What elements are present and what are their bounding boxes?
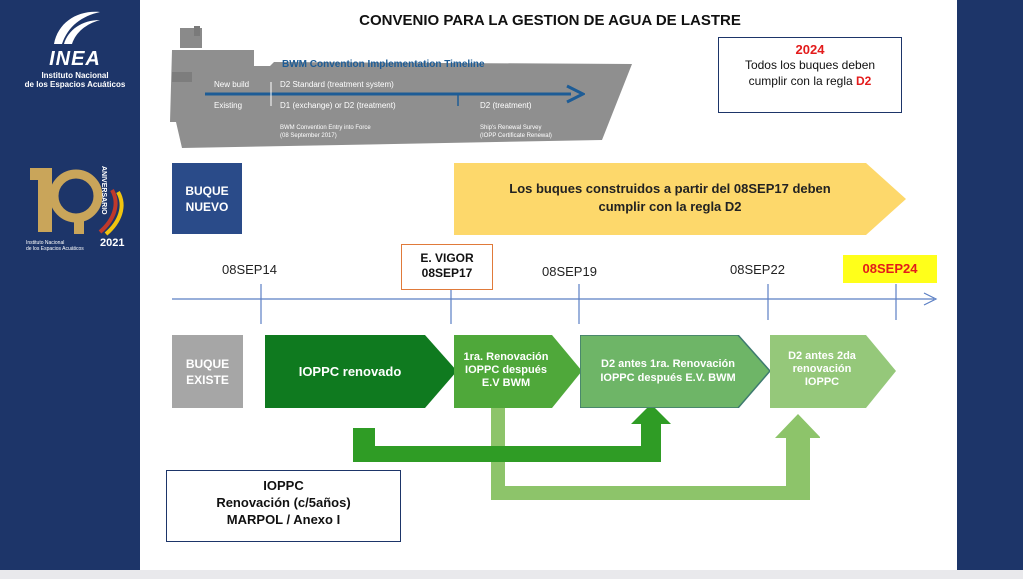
- bwm-row-existing-text: D1 (exchange) or D2 (treatment): [280, 101, 396, 110]
- new-ship-label-line1: BUQUE: [185, 183, 229, 198]
- notice-2024-box: 2024 Todos los buques deben cumplir con …: [718, 37, 902, 113]
- inea-subtitle-1: Instituto Nacional: [41, 71, 109, 80]
- stage-first-renewal-line3: E.V BWM: [481, 377, 531, 389]
- inea-wordmark: INEA: [49, 48, 101, 70]
- slide-title: CONVENIO PARA LA GESTION DE AGUA DE LAST…: [359, 12, 741, 29]
- new-ship-label: BUQUE NUEVO: [172, 163, 242, 234]
- existing-ship-label-line1: BUQUE: [185, 356, 230, 371]
- stage-d2-first-renewal-line1: D2 antes 1ra. Renovación: [601, 358, 735, 370]
- anniversary-logo: ANIVERSARIO Instituto Nacional de los Es…: [22, 160, 132, 255]
- new-ship-label-line2: NUEVO: [185, 199, 229, 214]
- bwm-note-entry-2: (08 September 2017): [280, 133, 337, 139]
- timeline-date-2014: 08SEP14: [222, 262, 277, 277]
- anniversary-19-icon: [30, 168, 124, 236]
- stage-d2-second-renewal-arrow: [770, 335, 896, 408]
- main-timeline-axis: [172, 284, 938, 324]
- bwm-note-entry-1: BWM Convention Entry into Force: [280, 125, 371, 131]
- stage-d2-second-renewal-line2: renovación: [792, 363, 852, 375]
- new-ship-banner-line2: cumplir con la regla D2: [598, 199, 742, 214]
- ioppc-info-line3: MARPOL / Anexo I: [226, 512, 341, 527]
- stage-first-renewal-arrow: [454, 335, 582, 408]
- ioppc-info-line1: IOPPC: [263, 478, 304, 493]
- bwm-row-newbuild-text: D2 Standard (treatment system): [280, 80, 394, 89]
- bwm-note-renewal: Ship's Renewal Survey (IOPP Certificate …: [480, 124, 552, 140]
- entry-into-force-date: 08SEP17: [421, 266, 473, 280]
- existing-ship-label: BUQUE EXISTE: [172, 335, 243, 408]
- existing-ship-label-line2: EXISTE: [186, 372, 229, 387]
- notice-line1: Todos los buques deben: [744, 58, 876, 72]
- ship-silhouette: [170, 26, 632, 148]
- inea-logo: INEA Instituto Nacional de los Espacios …: [20, 8, 130, 98]
- stage-d2-first-renewal-label: D2 antes 1ra. Renovación IOPPC después E…: [584, 357, 752, 385]
- ioppc-info-line2: Renovación (c/5años): [216, 495, 351, 510]
- bwm-row-existing-label: Existing: [214, 101, 243, 110]
- notice-rule: D2: [856, 74, 872, 88]
- new-ship-banner-arrow: [454, 163, 906, 235]
- anniversary-org-line1: Instituto Nacional: [26, 240, 65, 246]
- new-ship-banner-line1: Los buques construidos a partir del 08SE…: [509, 181, 831, 196]
- inea-wave-icon: [54, 11, 100, 44]
- right-sidebar-band: [957, 0, 1023, 570]
- anniversary-year: 2021: [100, 237, 125, 249]
- entry-into-force-label: E. VIGOR: [420, 251, 474, 265]
- inea-subtitle-2: de los Espacios Acuáticos: [24, 80, 126, 89]
- anniversary-org-line2: de los Espacios Acuáticos: [26, 246, 84, 252]
- bwm-note-renewal-1: Ship's Renewal Survey: [480, 125, 542, 131]
- bwm-note-renewal-2: (IOPP Certificate Renewal): [480, 133, 552, 139]
- timeline-date-2022: 08SEP22: [730, 262, 785, 277]
- left-sidebar-band: [0, 0, 140, 570]
- stage-first-renewal-line1: 1ra. Renovación: [463, 351, 549, 363]
- notice-year: 2024: [795, 42, 825, 57]
- bwm-note-entry: BWM Convention Entry into Force (08 Sept…: [280, 124, 371, 140]
- stage-d2-first-renewal-line2: IOPPC después E.V. BWM: [600, 372, 736, 384]
- notice-line2: cumplir con la regla: [748, 74, 853, 88]
- notice-line2-wrap: cumplir con la regla D2: [719, 73, 901, 89]
- timeline-date-2019: 08SEP19: [542, 264, 597, 279]
- renewal-connector-arrows: [353, 404, 820, 500]
- stage-first-renewal-line2: IOPPC después: [465, 364, 547, 376]
- bwm-timeline-heading: BWM Convention Implementation Timeline: [282, 59, 485, 70]
- bwm-timeline-arrow: [205, 82, 585, 106]
- stage-first-renewal-label: 1ra. Renovación IOPPC después E.V BWM: [458, 351, 554, 390]
- stage-d2-second-renewal-line3: IOPPC: [804, 376, 840, 388]
- timeline-date-2024: 08SEP24: [843, 255, 937, 283]
- new-ship-banner-text: Los buques construidos a partir del 08SE…: [470, 180, 870, 216]
- anniversary-org: Instituto Nacional de los Espacios Acuát…: [26, 240, 84, 252]
- stage-d2-second-renewal-label: D2 antes 2da renovación IOPPC: [774, 350, 870, 389]
- anniversary-word: ANIVERSARIO: [100, 166, 107, 215]
- stage-ioppc-renewed-arrow: [265, 335, 457, 408]
- entry-into-force-box: E. VIGOR 08SEP17: [401, 244, 493, 290]
- stage-d2-first-renewal-arrow: [580, 335, 770, 408]
- stage-d2-second-renewal-line1: D2 antes 2da: [788, 350, 856, 362]
- ioppc-info-box: IOPPC Renovación (c/5años) MARPOL / Anex…: [166, 470, 401, 542]
- stage-ioppc-renewed-label: IOPPC renovado: [298, 364, 402, 379]
- bwm-row-existing-after: D2 (treatment): [480, 101, 532, 110]
- bwm-row-newbuild-label: New build: [214, 80, 250, 89]
